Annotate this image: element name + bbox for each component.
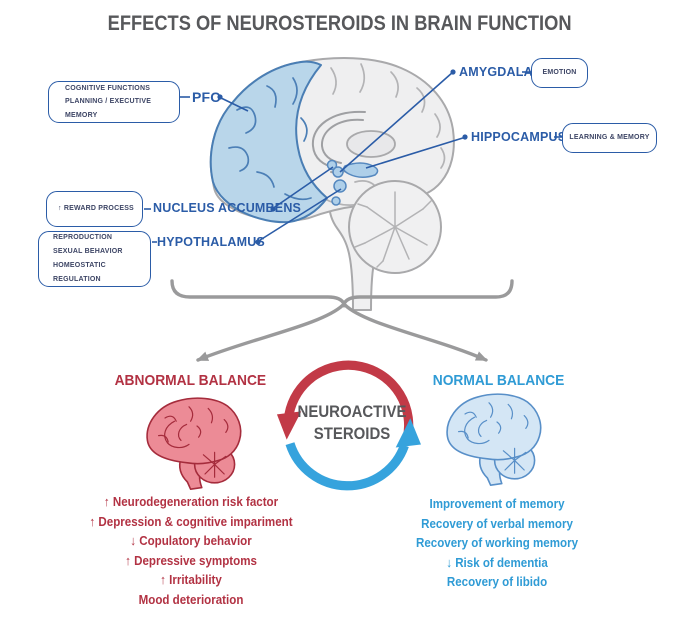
list-item: ↑ Irritability	[160, 572, 222, 587]
cycle-label: NEUROACTIVE STEROIDS	[278, 401, 426, 445]
split-arrows-icon	[196, 303, 488, 362]
list-item: ↑ Depression & cognitive impariment	[89, 513, 293, 529]
cycle-arrows-icon	[276, 360, 421, 491]
label-amygdala: AMYGDALA	[459, 65, 533, 79]
list-item: Recovery of verbal memory	[421, 515, 573, 531]
hippocampus-function-box: LEARNING & MEMORY	[562, 123, 657, 153]
list-item: ↑ Depressive symptoms	[125, 552, 257, 568]
callout-line: LEARNING & MEMORY	[569, 134, 650, 142]
normal-balance-title: NORMAL BALANCE	[433, 372, 565, 389]
callout-line: PLANNING / EXECUTIVE MEMORY	[65, 98, 152, 119]
list-item: Recovery of libido	[446, 574, 548, 589]
callout-line: HOMEOSTATIC REGULATION	[53, 262, 106, 283]
amygdala-function-box: EMOTION	[531, 58, 588, 88]
normal-effects-list: Improvement of memory Recovery of verbal…	[382, 494, 612, 592]
callout-line: ↑ REWARD PROCESS	[58, 205, 134, 213]
callout-line: EMOTION	[542, 69, 577, 77]
abnormal-balance-title: ABNORMAL BALANCE	[114, 372, 266, 389]
abnormal-effects-list: ↑ Neurodegeneration risk factor ↑ Depres…	[76, 492, 306, 609]
label-hippocampus: HIPPOCAMPUS	[471, 130, 567, 144]
callout-line: REPRODUCTION	[53, 234, 113, 241]
cycle-label-line1: NEUROACTIVE	[297, 402, 407, 421]
callout-line: SEXUAL BEHAVIOR	[53, 248, 123, 255]
label-hypothalamus: HYPOTHALAMUS	[157, 235, 265, 249]
list-item: ↓ Copulatory behavior	[130, 533, 252, 548]
blue-arrowhead	[395, 418, 421, 448]
red-arrowhead	[276, 411, 302, 440]
pfc-functions-box: COGNITIVE FUNCTIONS PLANNING / EXECUTIVE…	[48, 81, 180, 123]
list-item: ↓ Risk of dementia	[446, 554, 548, 570]
list-item: Improvement of memory	[429, 496, 565, 511]
cycle-label-line2: STEROIDS	[313, 424, 391, 443]
callout-line: COGNITIVE FUNCTIONS	[65, 84, 151, 92]
list-item: ↑ Neurodegeneration risk factor	[103, 494, 279, 509]
reward-box: ↑ REWARD PROCESS	[46, 191, 143, 227]
hypothalamus-functions-box: REPRODUCTION SEXUAL BEHAVIOR HOMEOSTATIC…	[38, 231, 151, 287]
list-item: Recovery of working memory	[415, 535, 579, 550]
page-title: EFFECTS OF NEUROSTEROIDS IN BRAIN FUNCTI…	[108, 12, 572, 35]
brain-illustration	[209, 57, 455, 311]
label-pfc: PFC	[192, 89, 221, 105]
brace	[170, 279, 514, 309]
label-nucleus-accumbens: NUCLEUS ACCUMBENS	[153, 201, 302, 215]
list-item: Mood deterioration	[138, 591, 244, 607]
